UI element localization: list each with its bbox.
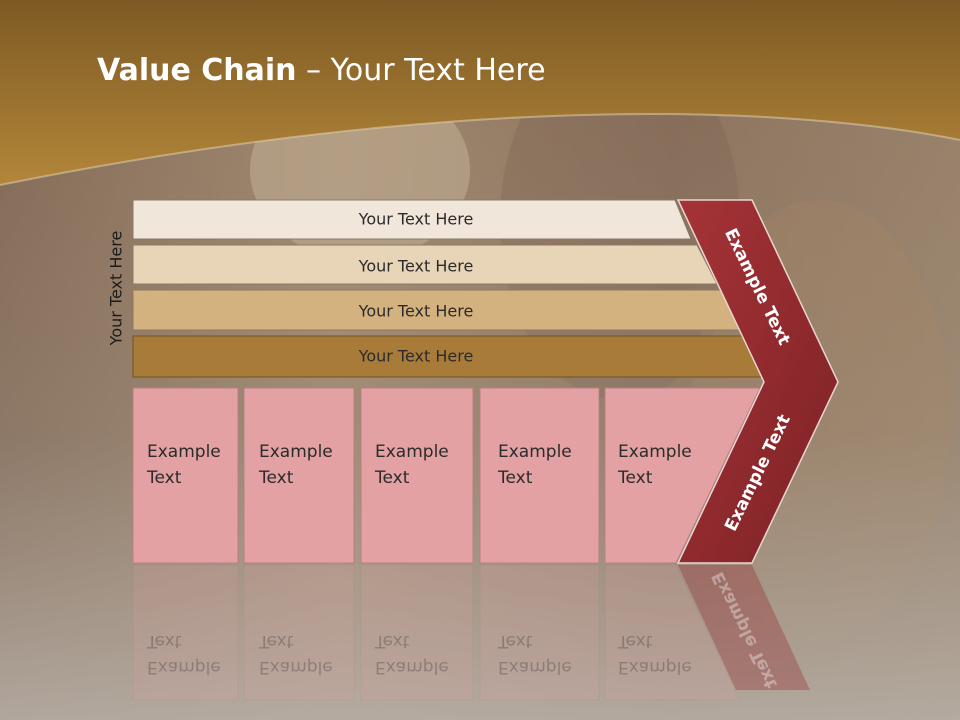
box-1-label-reflection: Example Text: [147, 628, 221, 680]
box-3: [360, 387, 474, 564]
box-4-line2: Text: [498, 468, 533, 488]
box-5-label: Example Text: [618, 439, 692, 491]
box-5-reflection: [604, 564, 741, 701]
box-4-label-reflection: Example Text: [498, 628, 572, 680]
box-5-line2: Text: [618, 468, 653, 488]
title-rest-part: – Your Text Here: [296, 53, 546, 88]
box-1-line2: Text: [147, 468, 182, 488]
box-3-reflection-line2: Text: [375, 631, 410, 651]
box-5-label-reflection: Example Text: [618, 628, 692, 680]
box-3-label: Example Text: [375, 439, 449, 491]
bar-4-label: Your Text Here: [358, 346, 474, 366]
box-2-line2: Text: [259, 468, 294, 488]
box-reflections: [132, 564, 741, 701]
box-2: [243, 387, 355, 564]
bar-1-label: Your Text Here: [358, 209, 474, 229]
box-5: [604, 387, 761, 564]
chevron-arrow: [676, 199, 839, 564]
box-5-reflection-line2: Text: [618, 631, 653, 651]
box-3-label-reflection: Example Text: [375, 628, 449, 680]
box-3-line1: Example: [375, 442, 449, 462]
box-3-line2: Text: [375, 468, 410, 488]
slide-title: Value Chain – Your Text Here: [97, 53, 546, 88]
box-2-line1: Example: [259, 442, 333, 462]
chevron-reflection: [678, 565, 810, 690]
box-2-label: Example Text: [259, 439, 333, 491]
box-1-reflection-line2: Text: [147, 631, 182, 651]
box-1-reflection: [132, 564, 239, 701]
box-4-line1: Example: [498, 442, 572, 462]
box-5-reflection-line1: Example: [618, 657, 692, 677]
box-4-reflection: [479, 564, 600, 701]
box-2-reflection-line2: Text: [259, 631, 294, 651]
bar-1: [132, 199, 692, 240]
box-4-reflection-line1: Example: [498, 657, 572, 677]
box-2-label-reflection: Example Text: [259, 628, 333, 680]
box-3-reflection-line1: Example: [375, 657, 449, 677]
box-5-line1: Example: [618, 442, 692, 462]
box-4: [479, 387, 600, 564]
box-4-reflection-line2: Text: [498, 631, 533, 651]
box-2-reflection-line1: Example: [259, 657, 333, 677]
bar-2-label: Your Text Here: [358, 256, 474, 276]
box-4-label: Example Text: [498, 439, 572, 491]
bar-3-label: Your Text Here: [358, 301, 474, 321]
box-1-line1: Example: [147, 442, 221, 462]
box-3-reflection: [360, 564, 474, 701]
box-1-label: Example Text: [147, 439, 221, 491]
box-1-reflection-line1: Example: [147, 657, 221, 677]
title-bold-part: Value Chain: [97, 53, 297, 88]
box-2-reflection: [243, 564, 355, 701]
box-1: [132, 387, 239, 564]
